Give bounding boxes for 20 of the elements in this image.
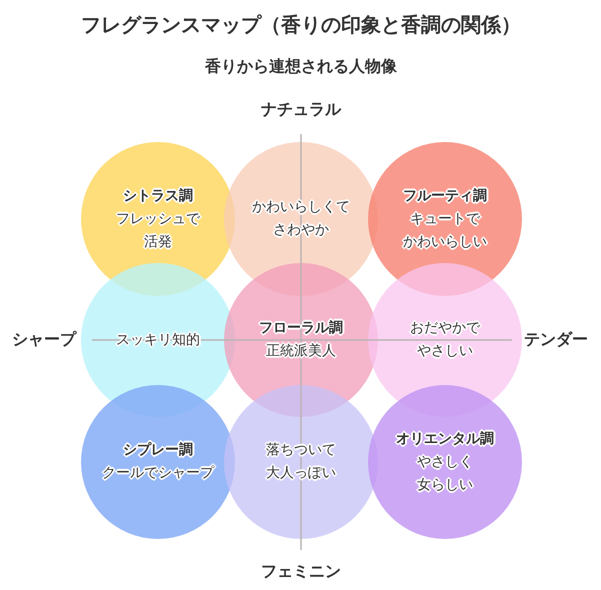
description-text: キュートでかわいらしい — [403, 210, 487, 252]
title: フレグランスマップ（香りの印象と香調の関係） — [81, 12, 521, 38]
subtitle: 香りから連想される人物像 — [205, 56, 397, 78]
axis-label: フェミニン — [261, 562, 341, 582]
category-heading: シトラス調 — [123, 186, 193, 206]
axis-label: テンダー — [524, 330, 588, 350]
category-heading: シプレー調 — [123, 441, 193, 460]
description-text: かわいらしくてさわやか — [252, 198, 350, 240]
description-text: クールでシャープ — [102, 464, 214, 483]
description-text: 正統派美人 — [266, 342, 336, 361]
category-heading: フルーティ調 — [403, 186, 487, 206]
axis-label: シャープ — [12, 330, 76, 350]
description-text: スッキリ知的 — [116, 330, 200, 350]
category-heading: フローラル調 — [259, 319, 343, 338]
axis-label: ナチュラル — [261, 100, 341, 120]
description-text: フレッシュで活発 — [116, 210, 200, 252]
description-text: 落ちついて大人っぽい — [266, 441, 336, 483]
category-heading: オリエンタル調 — [396, 430, 494, 448]
description-text: やさしく女らしい — [417, 452, 473, 494]
description-text: おだやかでやさしい — [410, 319, 480, 361]
